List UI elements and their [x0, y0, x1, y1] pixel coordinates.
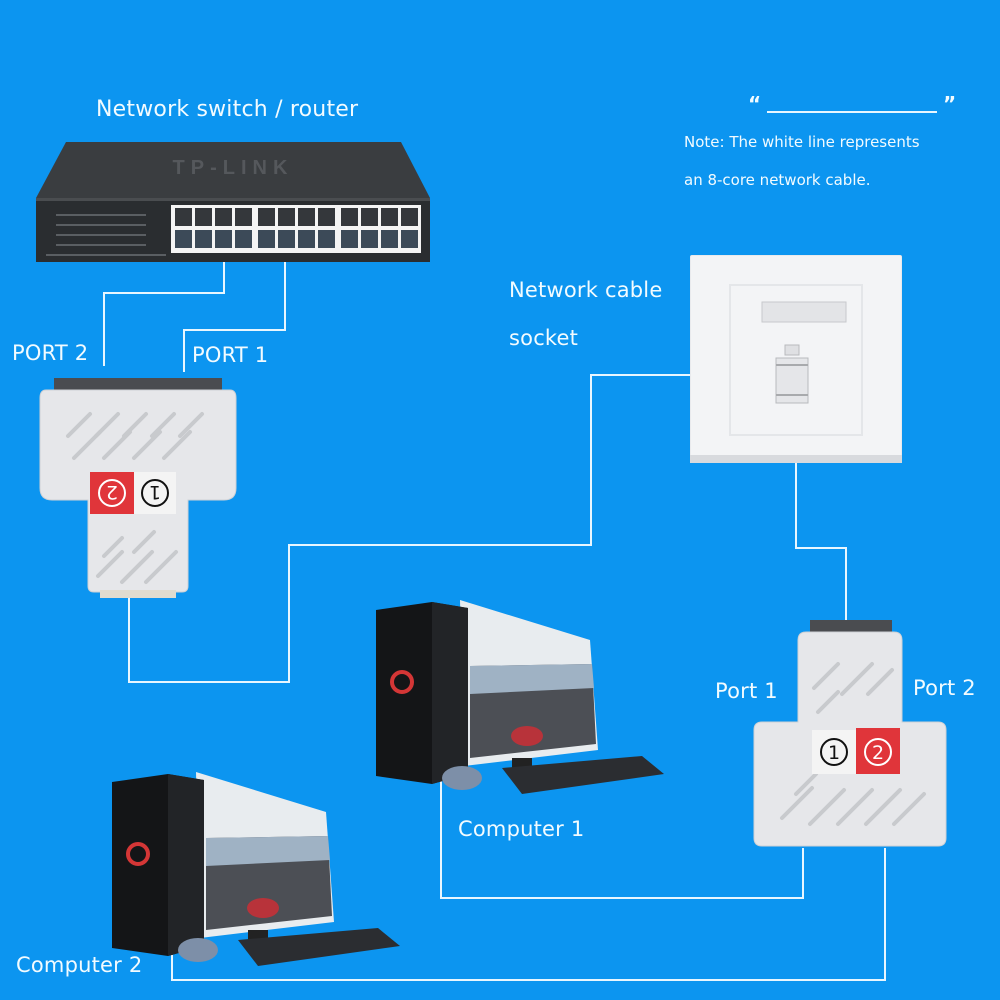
computer-1 — [372, 598, 664, 798]
switch-port — [195, 230, 212, 248]
splitter-top-port1-label: PORT 1 — [192, 343, 269, 367]
socket-label-line1: Network cable — [509, 278, 663, 302]
network-socket — [689, 254, 903, 465]
switch-port — [258, 208, 275, 226]
switch-port — [341, 230, 358, 248]
splitter-top-port2-label: PORT 2 — [12, 341, 89, 365]
switch-port — [401, 208, 418, 226]
switch-brand-logo: TP-LINK — [173, 157, 294, 179]
legend-note-line1: Note: The white line represents — [684, 133, 920, 151]
network-switch: TP-LINK — [36, 142, 430, 262]
socket-label-line2: socket — [509, 326, 579, 350]
computer-2 — [108, 770, 400, 970]
splitter-bottom-port2-label: Port 2 — [913, 676, 976, 700]
splitter-top: 2 1 — [38, 376, 238, 598]
switch-port — [318, 230, 335, 248]
switch-port — [175, 230, 192, 248]
switch-top-panel — [36, 142, 430, 198]
badge-2-text: 2 — [872, 742, 884, 764]
switch-port — [215, 208, 232, 226]
switch-port — [278, 208, 295, 226]
cable-splitter-to-computer1 — [440, 775, 804, 899]
switch-port — [401, 230, 418, 248]
splitter-bottom-port1-label: Port 1 — [715, 679, 778, 703]
switch-port — [215, 230, 232, 248]
switch-port — [298, 230, 315, 248]
switch-port — [341, 208, 358, 226]
switch-label: Network switch / router — [96, 97, 359, 122]
badge-2-text: 2 — [106, 481, 118, 503]
legend-line-sample — [767, 111, 937, 113]
switch-port — [361, 230, 378, 248]
switch-port — [381, 208, 398, 226]
cable-splitter-to-socket — [128, 374, 690, 683]
switch-port — [258, 230, 275, 248]
switch-port — [235, 230, 252, 248]
keyboard — [502, 756, 664, 794]
legend-note-line2: an 8-core network cable. — [684, 171, 871, 189]
computer-1-label: Computer 1 — [458, 817, 585, 841]
cable-switch-port2 — [103, 250, 225, 366]
switch-port — [298, 208, 315, 226]
legend-quote-open: “ — [748, 92, 762, 116]
cable-switch-port1 — [183, 250, 286, 372]
mouse — [442, 766, 482, 790]
switch-port-block — [171, 205, 421, 253]
cable-splitter-to-computer2 — [171, 848, 886, 981]
switch-port — [318, 208, 335, 226]
legend-quote-close: ” — [943, 92, 957, 116]
keyboard — [238, 928, 400, 966]
switch-port — [235, 208, 252, 226]
cable-socket-to-splitter — [795, 463, 847, 622]
switch-port — [175, 208, 192, 226]
badge-1-text: 1 — [149, 481, 161, 503]
switch-port — [195, 208, 212, 226]
computer-2-label: Computer 2 — [16, 953, 143, 977]
switch-port — [361, 208, 378, 226]
badge-1-text: 1 — [828, 742, 840, 764]
switch-port — [278, 230, 295, 248]
switch-port — [381, 230, 398, 248]
mouse — [178, 938, 218, 962]
splitter-bottom: 1 2 — [752, 618, 948, 850]
badge-2-bg — [856, 728, 900, 774]
